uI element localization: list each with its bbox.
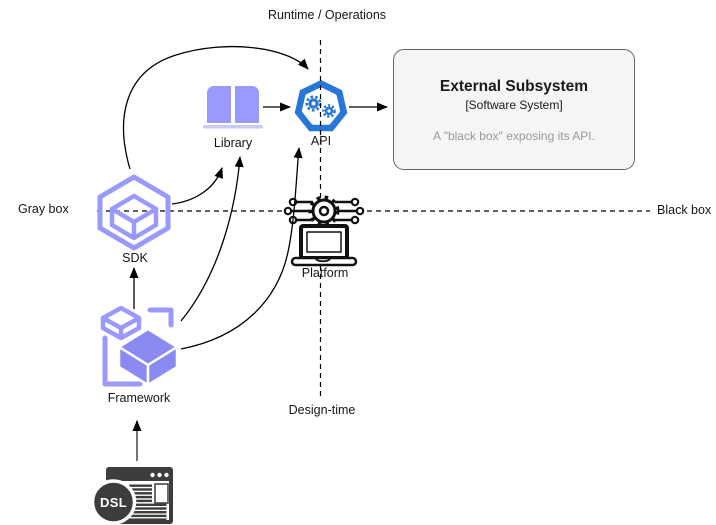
node-label-framework: Framework bbox=[107, 391, 171, 405]
gear-icon bbox=[308, 195, 340, 227]
edge-sdk-to-api bbox=[122, 45, 309, 170]
edge-framework-to-library bbox=[180, 156, 244, 322]
framework-icon bbox=[100, 305, 179, 387]
dsl-badge-label: DSL bbox=[100, 495, 127, 510]
external-subsystem-box: External Subsystem [Software System] A "… bbox=[393, 49, 635, 170]
quadrant-label-runtime: Runtime / Operations bbox=[267, 8, 387, 22]
node-label-library: Library bbox=[213, 136, 253, 150]
node-label-platform: Platform bbox=[301, 266, 349, 280]
sdk-cube-icon bbox=[97, 174, 171, 251]
quadrant-label-design-time: Design-time bbox=[288, 403, 356, 417]
dsl-badge: DSL bbox=[90, 479, 137, 525]
external-subsystem-description: A "black box" exposing its API. bbox=[433, 129, 595, 143]
dsl-window-pane bbox=[154, 483, 169, 504]
edge-framework-to-api bbox=[180, 147, 303, 350]
dsl-window-lines bbox=[112, 484, 167, 521]
framework-solid-cube bbox=[117, 327, 179, 387]
circuit-lines bbox=[283, 197, 365, 225]
connectors bbox=[122, 45, 388, 461]
node-label-sdk: SDK bbox=[122, 251, 148, 265]
edge-sdk-to-library bbox=[171, 167, 223, 205]
quadrant-label-gray-box: Gray box bbox=[18, 202, 69, 216]
node-label-api: API bbox=[310, 134, 332, 148]
external-subsystem-subtitle: [Software System] bbox=[465, 98, 563, 112]
external-subsystem-title: External Subsystem bbox=[439, 78, 589, 95]
gear-icon bbox=[305, 95, 336, 118]
library-book-icon bbox=[203, 86, 263, 129]
framework-outline-cube bbox=[100, 305, 142, 341]
laptop-icon bbox=[290, 224, 358, 267]
quadrant-label-black-box: Black box bbox=[657, 203, 712, 217]
dsl-icon: DSL bbox=[90, 467, 173, 525]
platform-icon bbox=[283, 195, 365, 267]
